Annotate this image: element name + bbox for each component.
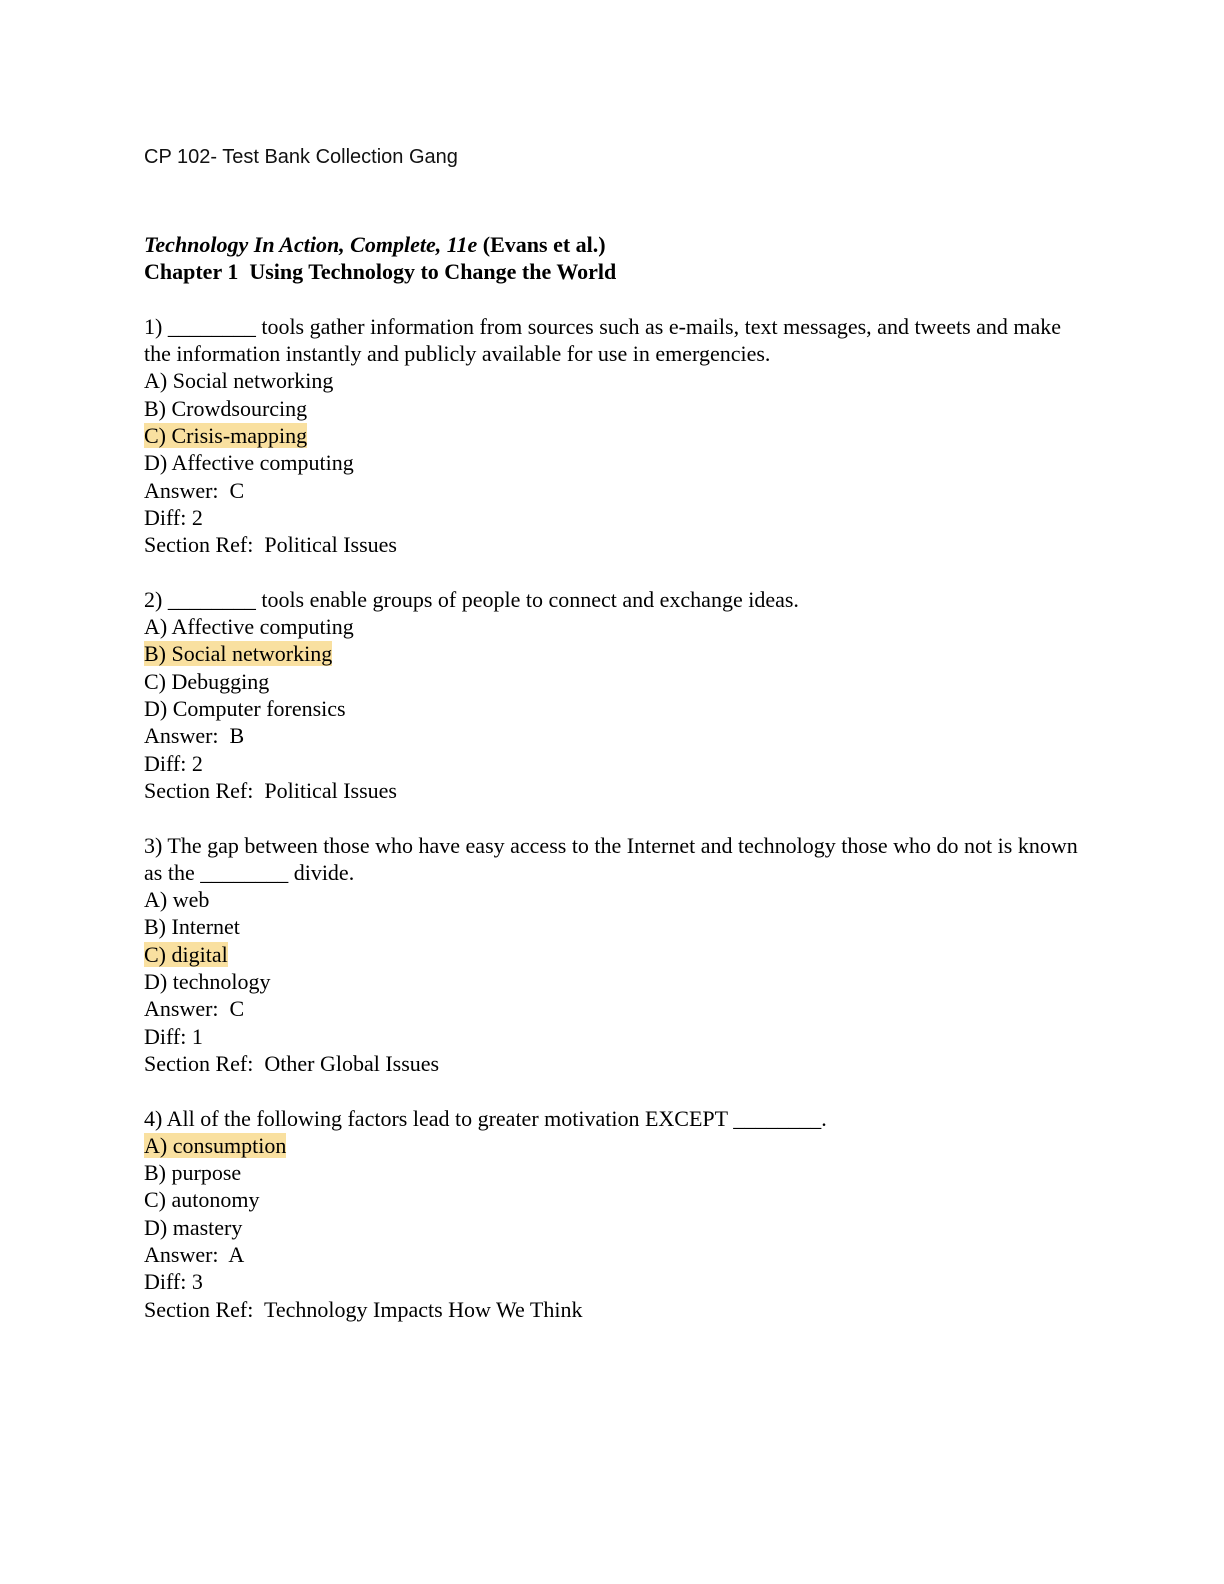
section-ref-line: Section Ref: Technology Impacts How We T… bbox=[144, 1296, 583, 1322]
question-1: 1) ________ tools gather information fro… bbox=[144, 313, 1084, 559]
answer-line: Answer: A bbox=[144, 1241, 245, 1267]
answer-option: D) technology bbox=[144, 969, 271, 995]
difficulty-line: Diff: 1 bbox=[144, 1023, 203, 1049]
book-title-line: Technology In Action, Complete, 11e (Eva… bbox=[144, 231, 1084, 258]
question-3: 3) The gap between those who have easy a… bbox=[144, 832, 1084, 1078]
answer-option: A) web bbox=[144, 887, 210, 913]
answer-line: Answer: C bbox=[144, 996, 245, 1022]
page-header: CP 102- Test Bank Collection Gang bbox=[144, 146, 458, 168]
difficulty-line: Diff: 2 bbox=[144, 504, 203, 530]
question-stem: 3) The gap between those who have easy a… bbox=[144, 832, 1084, 885]
section-ref-line: Section Ref: Political Issues bbox=[144, 532, 397, 558]
difficulty-line: Diff: 2 bbox=[144, 750, 203, 776]
question-2: 2) ________ tools enable groups of peopl… bbox=[144, 586, 1084, 804]
answer-option: C) autonomy bbox=[144, 1187, 260, 1213]
answer-option: D) Affective computing bbox=[144, 450, 354, 476]
correct-option: C) Crisis-mapping bbox=[144, 423, 308, 449]
section-ref-line: Section Ref: Other Global Issues bbox=[144, 1050, 440, 1076]
book-authors: (Evans et al.) bbox=[477, 232, 606, 257]
answer-option: B) Crowdsourcing bbox=[144, 395, 308, 421]
question-4: 4) All of the following factors lead to … bbox=[144, 1105, 1084, 1323]
answer-option: B) purpose bbox=[144, 1160, 242, 1186]
answer-option: D) mastery bbox=[144, 1214, 243, 1240]
question-stem: 1) ________ tools gather information fro… bbox=[144, 313, 1067, 367]
answer-option: C) Debugging bbox=[144, 668, 270, 694]
section-ref-line: Section Ref: Political Issues bbox=[144, 777, 397, 803]
question-stem: 2) ________ tools enable groups of peopl… bbox=[144, 586, 799, 612]
chapter-title: Chapter 1 Using Technology to Change the… bbox=[144, 259, 617, 285]
question-stem: 4) All of the following factors lead to … bbox=[144, 1105, 827, 1131]
question-list: 1) ________ tools gather information fro… bbox=[144, 313, 1084, 1323]
answer-option: D) Computer forensics bbox=[144, 696, 346, 722]
answer-line: Answer: C bbox=[144, 477, 245, 503]
correct-option: C) digital bbox=[144, 941, 228, 967]
correct-option: A) consumption bbox=[144, 1132, 287, 1158]
answer-option: A) Social networking bbox=[144, 368, 334, 394]
document-body: Technology In Action, Complete, 11e (Eva… bbox=[144, 231, 1084, 1350]
answer-option: A) Affective computing bbox=[144, 614, 354, 640]
correct-option: B) Social networking bbox=[144, 641, 333, 667]
answer-line: Answer: B bbox=[144, 723, 245, 749]
book-title: Technology In Action, Complete, 11e bbox=[144, 232, 478, 257]
answer-option: B) Internet bbox=[144, 914, 240, 940]
difficulty-line: Diff: 3 bbox=[144, 1269, 203, 1295]
